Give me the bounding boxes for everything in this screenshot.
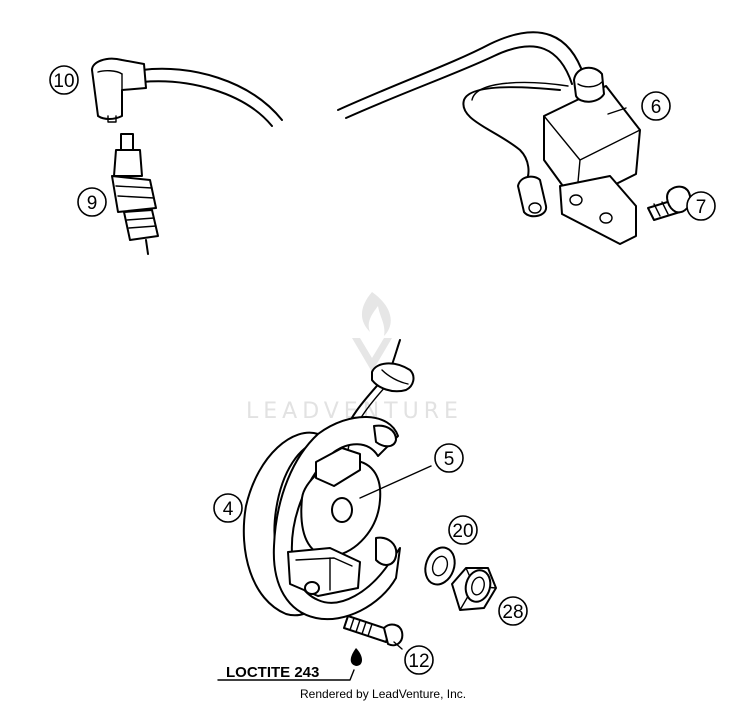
stator-screw xyxy=(343,615,404,647)
callout-28-label: 28 xyxy=(502,602,523,623)
callout-12: 12 xyxy=(404,645,434,675)
callout-4-label: 4 xyxy=(223,499,234,520)
callout-4: 4 xyxy=(213,493,243,523)
watermark-logo xyxy=(352,292,392,372)
credit-text: Rendered by LeadVenture, Inc. xyxy=(300,687,466,701)
callout-7: 7 xyxy=(686,191,716,221)
callout-6-label: 6 xyxy=(651,97,662,118)
leader-lines xyxy=(217,107,627,681)
callout-9-label: 9 xyxy=(87,193,98,214)
ignition-coil xyxy=(337,31,641,245)
stator-assembly xyxy=(242,339,415,621)
callout-20: 20 xyxy=(448,515,478,545)
callout-28: 28 xyxy=(498,596,528,626)
callout-6: 6 xyxy=(641,91,671,121)
flywheel-nut xyxy=(451,567,497,611)
callout-9: 9 xyxy=(77,187,107,217)
washer xyxy=(424,546,456,586)
callout-20-label: 20 xyxy=(452,521,473,542)
loctite-drop xyxy=(350,648,362,666)
callout-7-label: 7 xyxy=(696,197,707,218)
callout-10: 10 xyxy=(49,65,79,95)
callout-12-label: 12 xyxy=(408,651,429,672)
loctite-label: LOCTITE 243 xyxy=(226,664,319,681)
spark-plug-cap xyxy=(91,57,283,127)
callout-10-label: 10 xyxy=(53,71,74,92)
callout-5: 5 xyxy=(434,443,464,473)
coil-screw xyxy=(647,185,692,221)
spark-plug xyxy=(111,133,159,255)
callout-5-label: 5 xyxy=(444,449,455,470)
